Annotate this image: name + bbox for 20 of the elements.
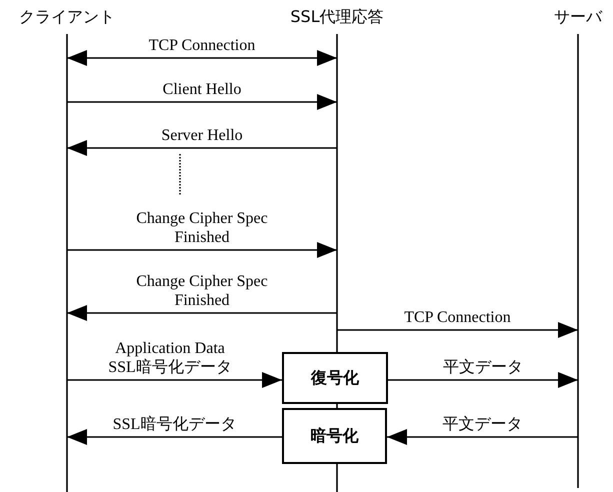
message-arrow [337,322,578,338]
edge-label: 平文データ [442,415,522,434]
message-arrow [387,429,578,445]
process-label: 復号化 [311,368,359,388]
edge-label: 平文データ [443,358,523,377]
message-arrow [67,429,282,445]
message-arrow [67,305,337,321]
message-arrow [67,242,337,258]
edge-label: SSL暗号化データ [112,415,236,434]
message-arrow [67,140,337,156]
lifeline-title: SSL代理応答 [289,6,385,28]
message-arrow [67,372,282,388]
process-box [282,408,387,464]
process-label: 暗号化 [310,426,358,446]
message-arrow [67,50,337,66]
lifeline-title: クライアント [18,6,116,28]
lifeline-title: サーバ [553,6,604,28]
message-arrow [67,94,337,110]
message-arrow [388,372,578,388]
process-box [282,352,388,404]
